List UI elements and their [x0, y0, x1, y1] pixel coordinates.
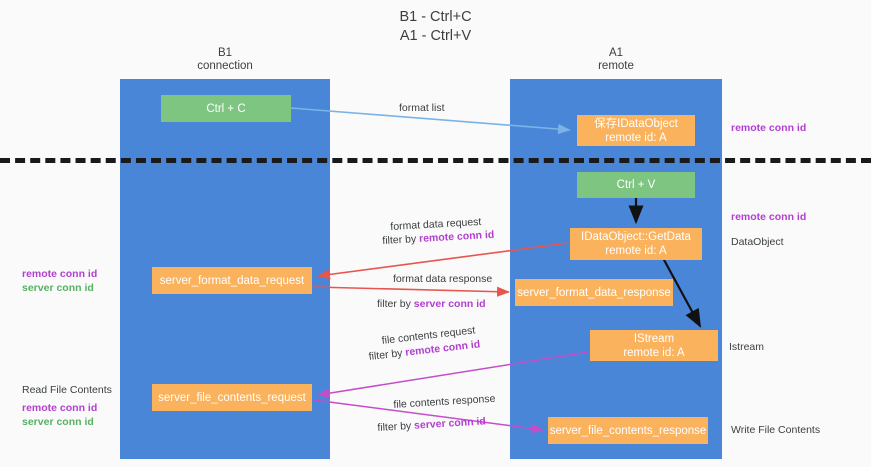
label-dataobject: DataObject — [731, 236, 784, 250]
caption-server-conn-id-2: server conn id — [413, 415, 487, 432]
node-server-format-data-response[interactable]: server_format_data_response — [515, 279, 673, 306]
label-conn-ids-file: remote conn id server conn id — [22, 402, 97, 429]
label-read-file-contents-text: Read File Contents — [22, 384, 112, 396]
label-istream-text: Istream — [729, 341, 765, 353]
lane-header-b1: B1 connection — [197, 47, 253, 72]
node-server-file-contents-request[interactable]: server_file_contents_request — [152, 384, 312, 411]
caption-file-contents-response-filter: filter by server conn id — [377, 414, 486, 435]
caption-format-data-response-filter: filter by server conn id — [377, 297, 486, 311]
node-istream[interactable]: IStream remote id: A — [590, 330, 718, 361]
label-server-conn-id-1: server conn id — [22, 281, 94, 294]
label-conn-ids-format: remote conn id server conn id — [22, 268, 97, 295]
caption-server-conn-id-1: server conn id — [413, 298, 486, 310]
caption-file-contents-response: file contents response — [393, 392, 496, 411]
label-write-file-contents: Write File Contents — [731, 424, 820, 438]
phase-divider — [0, 158, 871, 163]
label-istream: Istream — [729, 341, 764, 355]
label-remote-conn-id-mid-text: remote conn id — [731, 211, 807, 223]
caption-filter-by-3: filter by — [368, 346, 407, 363]
label-write-file-contents-text: Write File Contents — [731, 424, 821, 436]
label-remote-conn-id-2: remote conn id — [22, 402, 98, 414]
node-server-format-data-request[interactable]: server_format_data_request — [152, 267, 312, 294]
caption-remote-conn-id-1: remote conn id — [418, 228, 495, 245]
caption-filter-by-4: filter by — [377, 419, 415, 434]
node-idataobject-getdata[interactable]: IDataObject::GetData remote id: A — [570, 228, 702, 260]
caption-filter-by-1: filter by — [382, 232, 420, 247]
label-read-file-contents: Read File Contents — [22, 384, 112, 398]
caption-format-data-response: format data response — [393, 273, 493, 285]
page-title: B1 - Ctrl+C A1 - Ctrl+V — [399, 9, 472, 44]
node-save-idataobject[interactable]: 保存IDataObject remote id: A — [577, 115, 695, 146]
lane-header-a1: A1 remote — [598, 47, 634, 72]
label-remote-conn-id-top: remote conn id — [731, 122, 806, 136]
node-server-file-contents-response[interactable]: server_file_contents_response — [548, 417, 708, 444]
node-ctrl-v[interactable]: Ctrl + V — [577, 172, 695, 198]
caption-format-list: format list — [399, 102, 445, 114]
arrow-format-data-response — [313, 286, 510, 297]
label-server-conn-id-2: server conn id — [22, 415, 94, 428]
label-remote-conn-id-mid: remote conn id — [731, 211, 806, 225]
label-dataobject-text: DataObject — [731, 236, 784, 248]
node-ctrl-c[interactable]: Ctrl + C — [161, 95, 291, 122]
caption-filter-by-2: filter by — [377, 298, 414, 310]
label-remote-conn-id-top-text: remote conn id — [731, 122, 807, 134]
label-remote-conn-id-1: remote conn id — [22, 268, 98, 280]
